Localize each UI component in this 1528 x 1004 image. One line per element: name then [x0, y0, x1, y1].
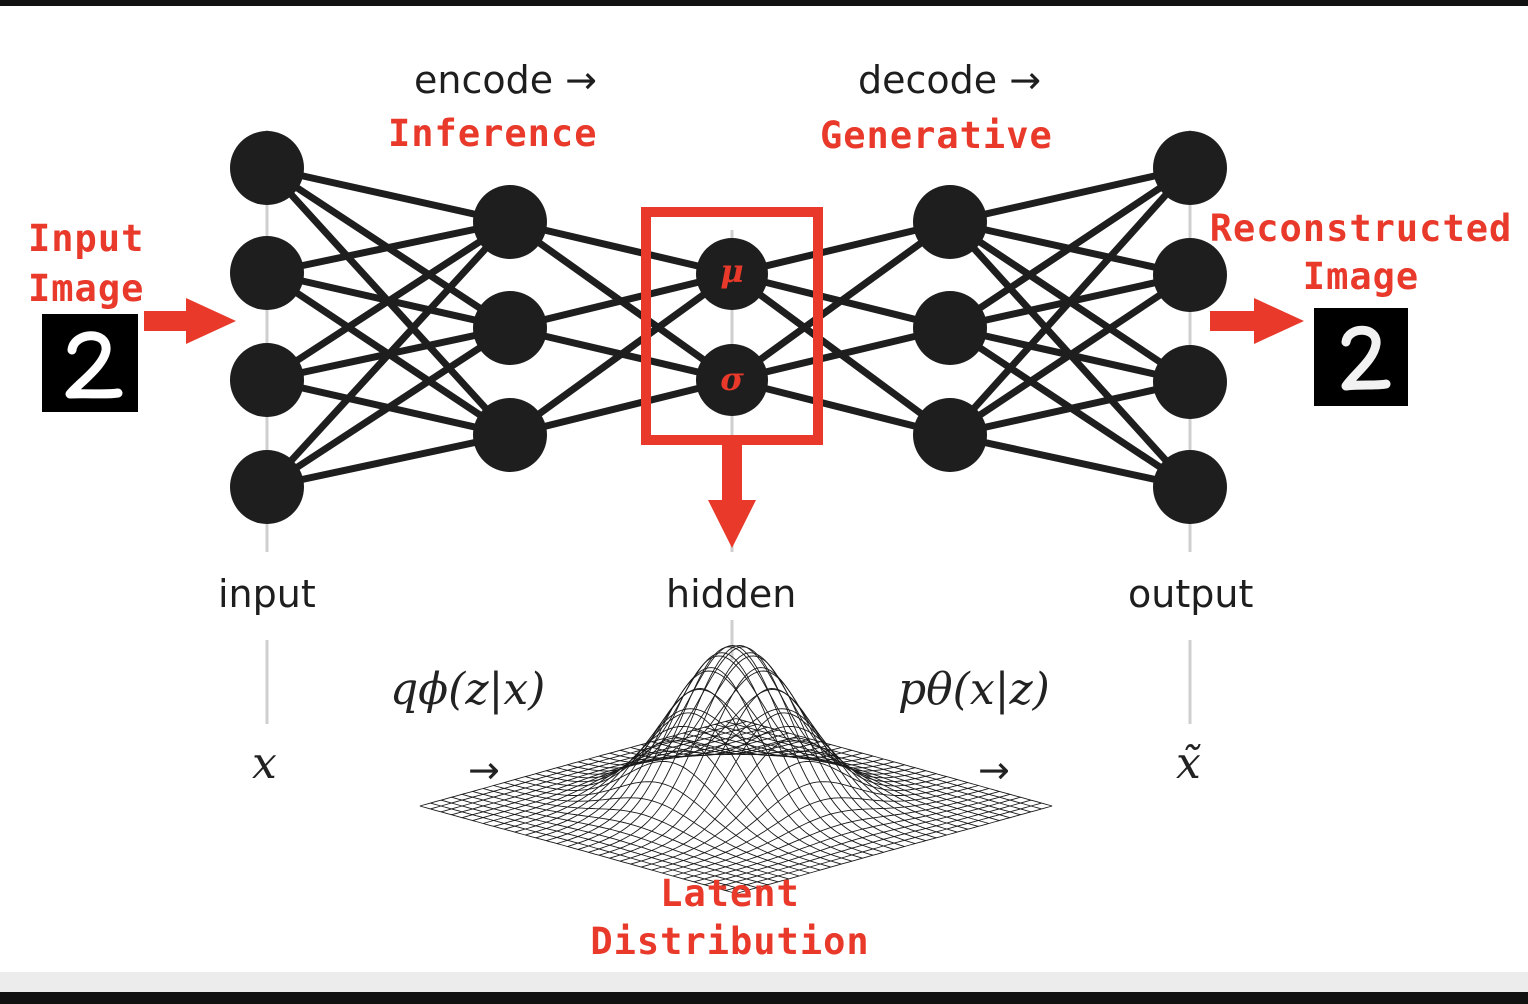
encode-label: encode → [414, 58, 598, 102]
edge-latent-1-decoder-1 [728, 324, 954, 384]
decoder-arrow: → [978, 748, 1010, 792]
mesh-v-line-27 [451, 796, 768, 886]
decode-label: decode → [858, 58, 1042, 102]
mesh-v-line-25 [472, 790, 789, 880]
bottom-border [0, 992, 1528, 1004]
mesh-u-line-4 [461, 729, 779, 819]
latent-distribution-line2: Distribution [590, 920, 870, 963]
latent-node-2 [696, 344, 768, 416]
mesh-u-line-28 [714, 799, 1032, 889]
mesh-u-line-29 [725, 802, 1042, 892]
mesh-v-line-28 [440, 799, 758, 889]
edge-encoder-2-latent-0 [506, 270, 736, 439]
generative-label: Generative [820, 114, 1053, 157]
latent-distribution-line1: Latent [660, 872, 800, 915]
mesh-v-line-5 [683, 732, 1000, 822]
mesh-u-line-18 [609, 688, 926, 859]
edge-encoder-0-latent-0 [506, 218, 736, 278]
mesh-u-line-23 [662, 785, 979, 874]
latent-down-arrow [708, 440, 756, 548]
latent-node-1 [696, 238, 768, 310]
edge-latent-0-decoder-0 [728, 218, 954, 278]
input-variable: x [252, 738, 277, 789]
encoder-distribution: qϕ(z|x) [390, 664, 546, 715]
mesh-v-line-26 [461, 793, 779, 883]
reconstructed-image-label-line2: Image [1302, 255, 1420, 298]
input-image [42, 314, 138, 412]
output-variable: x̃ [1176, 738, 1201, 789]
mu-node-symbol: μ [720, 252, 744, 290]
output-node-2 [1153, 238, 1227, 312]
mesh-u-line-26 [693, 793, 1011, 883]
edge-encoder-2-latent-1 [506, 376, 736, 439]
mesh-v-line-29 [430, 802, 747, 892]
edge-input-3-encoder-2 [263, 431, 514, 491]
edge-decoder-2-output-2 [946, 378, 1194, 439]
latent-distribution-label: Latent Distribution [560, 870, 900, 966]
mesh-v-line-14 [588, 646, 905, 847]
decoder-node-3 [913, 398, 987, 472]
output-layer-label: output [1128, 572, 1254, 616]
encoder-node-2 [473, 291, 547, 365]
edge-input-2-encoder-0 [263, 218, 514, 384]
edge-decoder-2-output-3 [946, 431, 1194, 491]
decoder-node-2 [913, 291, 987, 365]
input-node-1 [230, 131, 304, 205]
footer-strip [0, 972, 1528, 992]
input-node-3 [230, 343, 304, 417]
sigma-node-symbol: σ [720, 360, 744, 398]
encoder-arrow: → [468, 748, 500, 792]
edge-decoder-2-output-0 [946, 164, 1194, 439]
input-arrow [144, 298, 236, 344]
edge-input-0-encoder-0 [263, 164, 514, 226]
network-edges [263, 164, 1194, 491]
mesh-v-line-18 [546, 688, 863, 859]
mesh-u-line-27 [704, 796, 1021, 886]
decoder-node-1 [913, 185, 987, 259]
edge-latent-1-decoder-0 [728, 218, 954, 384]
input-layer-label: input [218, 572, 316, 616]
reconstructed-image [1314, 308, 1408, 406]
output-arrow [1210, 298, 1304, 344]
edge-latent-1-decoder-2 [728, 376, 954, 439]
mesh-u-line-16 [588, 652, 905, 853]
edge-decoder-2-output-1 [946, 271, 1194, 439]
mesh-v-line-23 [493, 785, 810, 874]
decoder-distribution: pθ(x|z) [898, 664, 1050, 715]
edge-input-3-encoder-1 [263, 324, 514, 491]
edge-decoder-0-output-0 [946, 164, 1194, 226]
edge-encoder-1-latent-0 [506, 270, 736, 332]
input-image-label-line2: Image [28, 267, 145, 310]
input-node-4 [230, 450, 304, 524]
network-nodes [230, 131, 1227, 524]
inference-label: Inference [388, 112, 598, 155]
layer-guides [265, 130, 1192, 724]
mesh-v-line-30 [419, 805, 737, 894]
top-border [0, 0, 1528, 6]
encoder-node-3 [473, 398, 547, 472]
encoder-node-1 [473, 185, 547, 259]
output-node-4 [1153, 450, 1227, 524]
edge-input-1-encoder-0 [263, 218, 514, 277]
latent-gaussian-surface [419, 645, 1053, 894]
mesh-v-line-4 [693, 729, 1011, 819]
output-node-1 [1153, 131, 1227, 205]
reconstructed-image-label-line1: Reconstructed [1209, 207, 1513, 250]
hidden-layer-label: hidden [666, 572, 797, 616]
edge-decoder-1-output-0 [946, 164, 1194, 332]
mesh-u-line-14 [567, 646, 884, 847]
input-image-label-line1: Input [28, 217, 145, 260]
edge-input-3-encoder-0 [263, 218, 514, 491]
mesh-u-line-5 [472, 732, 789, 822]
input-image-label: Input Image [28, 214, 144, 314]
input-node-2 [230, 236, 304, 310]
output-node-3 [1153, 345, 1227, 419]
mesh-v-line-16 [567, 652, 884, 853]
reconstructed-image-label: Reconstructed Image [1200, 205, 1522, 301]
mesh-u-line-30 [735, 805, 1053, 894]
